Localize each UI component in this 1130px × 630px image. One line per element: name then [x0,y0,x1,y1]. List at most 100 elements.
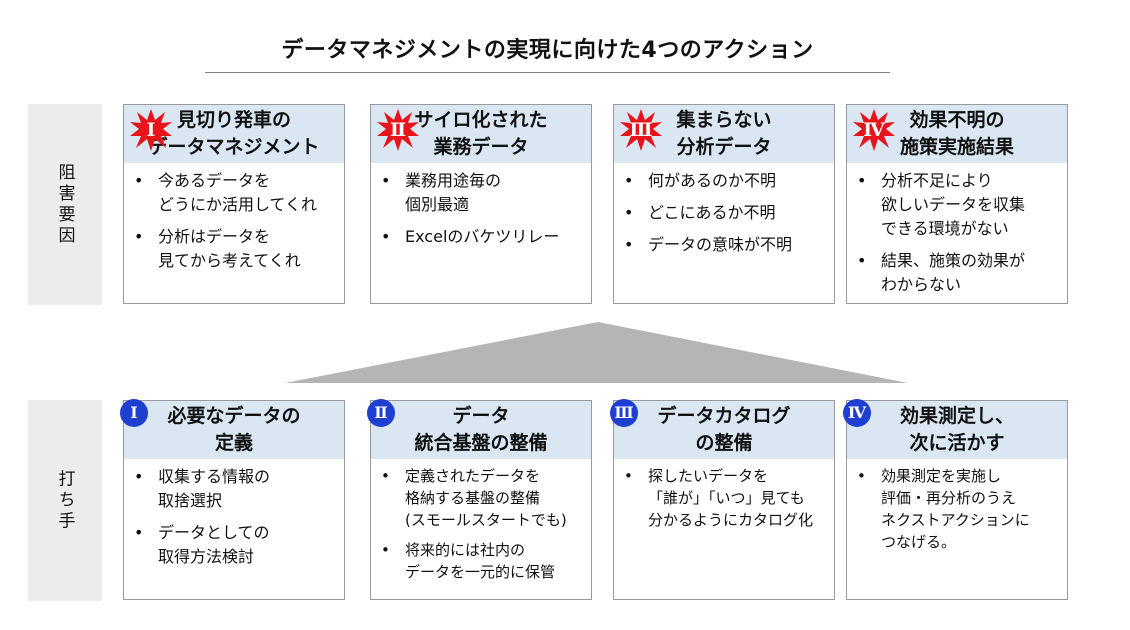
bullet-list: • 収集する情報の 取捨選択 • データとしての 取得方法検討 [124,459,344,569]
card-title-line: 統合基盤の整備 [414,432,548,454]
badge-numeral: Ⅰ [146,119,156,141]
measure-card-3: Ⅲ データカタログ の整備 • 探したいデータを 「誰が」「いつ」見ても 分かる… [610,399,835,600]
page-title: データマネジメントの実現に向けた4つのアクション [281,38,814,63]
measure-card-1: Ⅰ 必要なデータの 定義 • 収集する情報の 取捨選択 • データとしての 取得… [120,399,345,600]
list-item: • 定義されたデータを 格納する基盤の整備 (スモールスタートでも) [379,465,585,531]
bullet-line: 何があるのか不明 [648,171,777,190]
bullet-line: 個別最適 [405,195,470,214]
title-underline [205,72,890,73]
bullet-line: 今あるデータを [158,171,271,190]
list-item: • 業務用途毎の 個別最適 [379,169,585,217]
obstacle-card-header: Ⅳ 効果不明の 施策実施結果 [847,105,1067,163]
list-item: • Excelのバケツリレー [379,225,585,249]
number-circle-badge: Ⅰ [120,399,148,427]
bullet-line: データの意味が不明 [648,235,793,254]
row-label-measures-text: 打ち手 [54,469,75,532]
list-item: • データとしての 取得方法検討 [132,521,338,569]
number-circle-badge: Ⅱ [367,399,395,427]
bullet-line: 見てから考えてくれ [158,251,301,270]
card-title-line: サイロ化された [414,109,548,131]
bullet-line: 将来的には社内の [405,541,526,559]
measure-card-header: Ⅱ データ 統合基盤の整備 [367,399,591,459]
bullet-line: ネクストアクションに [881,511,1030,529]
bullet-line: 「誰が」「いつ」見ても [648,489,805,507]
bullet-line: 評価・再分析のうえ [881,489,1017,507]
number-circle-badge: Ⅲ [610,399,638,427]
bullet-line: できる環境がない [881,219,1009,238]
list-item: • 収集する情報の 取捨選択 [132,465,338,513]
bullet-line: 効果測定を実施し [881,467,1002,485]
bullet-list: • 定義されたデータを 格納する基盤の整備 (スモールスタートでも) • 将来的… [371,459,591,583]
card-title-line: 見切り発車の [176,109,291,131]
card-title-line: データ [452,405,510,427]
bullet-line: 業務用途毎の [405,171,502,190]
measure-card-header: Ⅲ データカタログ の整備 [610,399,834,459]
card-title-line: データカタログ [657,405,791,427]
row-label-obstacles: 阻害要因 [28,104,102,305]
bullet-line: 結果、施策の効果が [881,251,1026,270]
obstacle-card-3: Ⅲ 集まらない 分析データ • 何があるのか不明 • どこにあるか不明 • デー… [613,104,835,304]
list-item: • 将来的には社内の データを一元的に保管 [379,539,585,583]
card-title-line: 効果不明の [909,109,1005,131]
card-title-line: 必要なデータの [167,405,301,427]
card-title-line: 施策実施結果 [899,136,1014,158]
obstacle-card-2: Ⅱ サイロ化された 業務データ • 業務用途毎の 個別最適 • Excelのバケ… [370,104,592,304]
list-item: • 探したいデータを 「誰が」「いつ」見ても 分かるようにカタログ化 [622,465,828,531]
bullet-line: わからない [881,275,962,294]
bullet-list: • 探したいデータを 「誰が」「いつ」見ても 分かるようにカタログ化 [614,459,834,531]
bullet-line: (スモールスタートでも) [405,511,567,529]
card-title-line: 次に活かす [909,432,1005,454]
number-circle-badge: Ⅳ [843,399,871,427]
card-title-line: 効果測定し、 [899,405,1014,427]
bullet-line: 分かるようにカタログ化 [648,511,814,529]
card-title-line: 定義 [214,432,253,454]
explosion-badge-icon: Ⅲ [619,108,663,152]
bullet-line: どこにあるか不明 [648,203,776,222]
bullet-line: どうにか活用してくれ [158,195,318,214]
explosion-badge-icon: Ⅰ [129,108,173,152]
measure-card-header: Ⅰ 必要なデータの 定義 [120,399,344,459]
obstacle-card-1: Ⅰ 見切り発車の データマネジメント • 今あるデータを どうにか活用してくれ … [123,104,345,304]
bullet-list: • 今あるデータを どうにか活用してくれ • 分析はデータを 見てから考えてくれ [124,163,344,273]
badge-numeral: Ⅳ [863,119,885,141]
explosion-badge-icon: Ⅱ [376,108,420,152]
bullet-line: 格納する基盤の整備 [405,489,541,507]
obstacle-card-header: Ⅱ サイロ化された 業務データ [371,105,591,163]
bullet-line: 定義されたデータを [405,467,541,485]
badge-numeral: Ⅱ [389,119,406,141]
bullet-line: Excelのバケツリレー [405,227,560,246]
list-item: • 何があるのか不明 [622,169,828,193]
badge-numeral: Ⅲ [629,119,653,141]
list-item: • データの意味が不明 [622,233,828,257]
obstacle-card-4: Ⅳ 効果不明の 施策実施結果 • 分析不足により 欲しいデータを収集 できる環境… [846,104,1068,304]
card-title-line: の整備 [695,432,753,454]
bullet-list: • 分析不足により 欲しいデータを収集 できる環境がない • 結果、施策の効果が… [847,163,1067,297]
bullet-line: 分析はデータを [158,227,271,246]
list-item: • 分析はデータを 見てから考えてくれ [132,225,338,273]
bullet-line: データを一元的に保管 [405,563,556,581]
bullet-line: 取得方法検討 [158,547,255,566]
list-item: • 分析不足により 欲しいデータを収集 できる環境がない [855,169,1061,241]
card-title-line: 業務データ [433,136,529,158]
bullet-list: • 何があるのか不明 • どこにあるか不明 • データの意味が不明 [614,163,834,257]
card-title-line: 分析データ [676,136,772,158]
measure-card-header: Ⅳ 効果測定し、 次に活かす [843,399,1067,459]
measure-card-4: Ⅳ 効果測定し、 次に活かす • 効果測定を実施し 評価・再分析のうえ ネクスト… [843,399,1068,600]
bullet-line: 分析不足により [881,171,993,190]
list-item: • 効果測定を実施し 評価・再分析のうえ ネクストアクションに つなげる。 [855,465,1061,553]
bullet-list: • 効果測定を実施し 評価・再分析のうえ ネクストアクションに つなげる。 [847,459,1067,553]
bullet-line: 欲しいデータを収集 [881,195,1026,214]
obstacle-card-header: Ⅲ 集まらない 分析データ [614,105,834,163]
bullet-line: 取捨選択 [158,491,223,510]
measure-card-2: Ⅱ データ 統合基盤の整備 • 定義されたデータを 格納する基盤の整備 (スモー… [367,399,592,600]
bullet-line: 探したいデータを [648,467,769,485]
bullet-line: つなげる。 [881,533,957,551]
bullet-line: 収集する情報の [158,467,271,486]
explosion-badge-icon: Ⅳ [852,108,896,152]
row-label-obstacles-text: 阻害要因 [54,162,75,247]
list-item: • 結果、施策の効果が わからない [855,249,1061,297]
card-title-line: 集まらない [676,109,772,131]
list-item: • 今あるデータを どうにか活用してくれ [132,169,338,217]
bullet-line: データとしての [158,523,270,542]
card-title-line: データマネジメント [148,136,320,158]
